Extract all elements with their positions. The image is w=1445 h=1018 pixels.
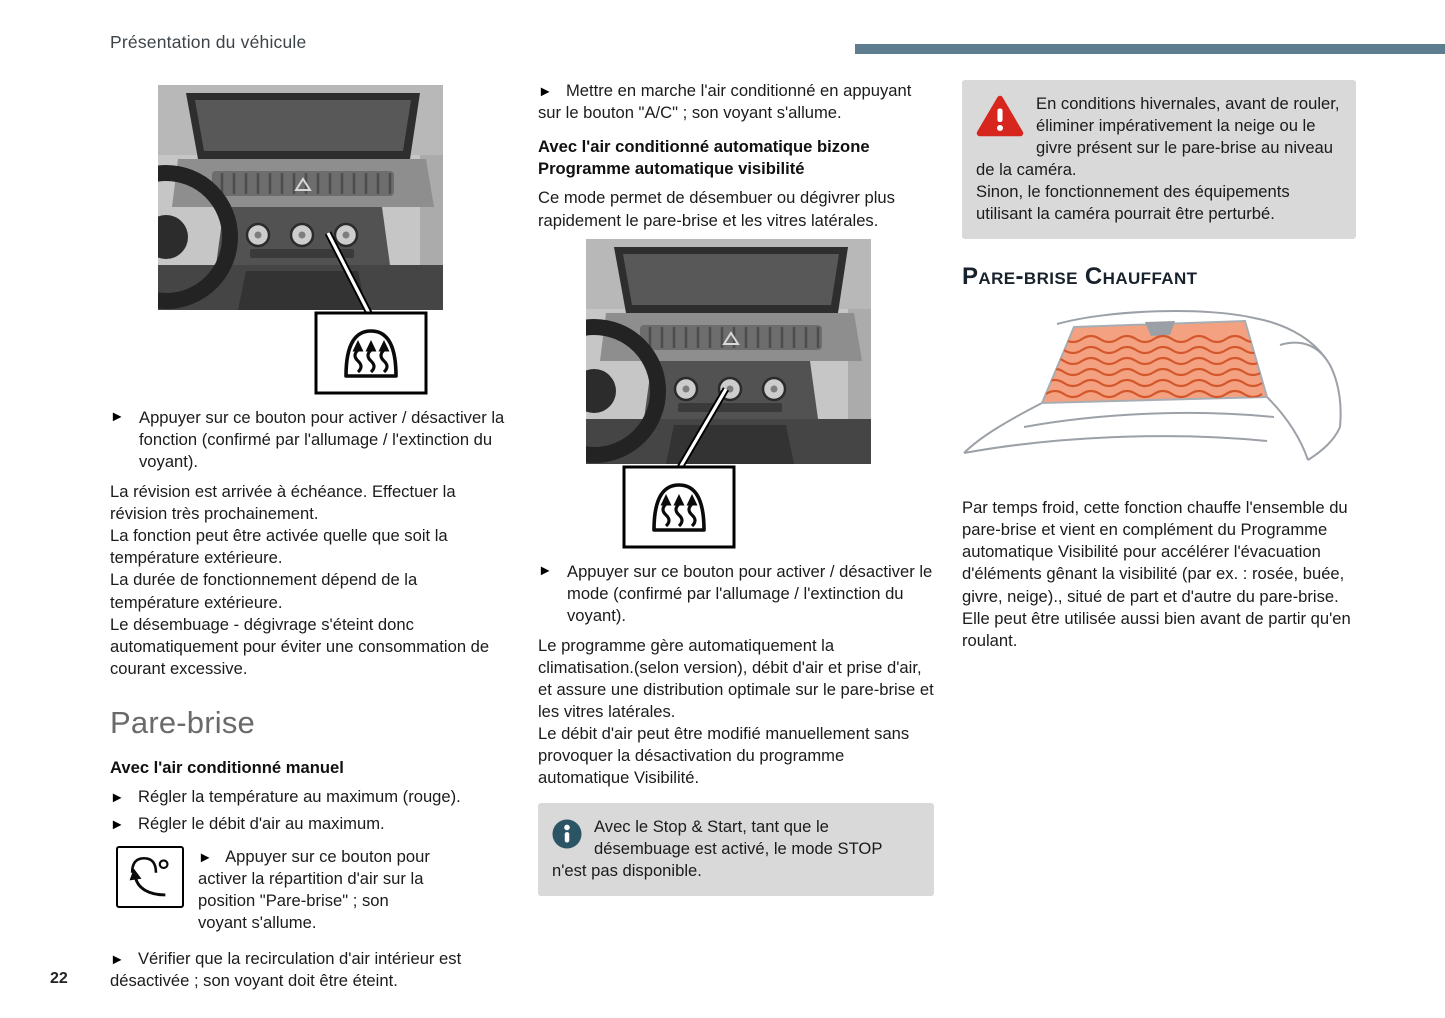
note-text: Avec le Stop & Start, tant que le désemb… bbox=[552, 817, 883, 881]
bullet-set-airflow: ► Régler le débit d'air au maximum. bbox=[110, 813, 508, 835]
accent-bar bbox=[855, 44, 1445, 54]
bullet-windshield-position: ► Appuyer sur ce bouton pour activer la … bbox=[198, 846, 440, 934]
column-left: ► Appuyer sur ce bouton pour activer / d… bbox=[110, 80, 508, 997]
stop-start-note: Avec le Stop & Start, tant que le désemb… bbox=[538, 803, 934, 897]
subheading-manual-ac: Avec l'air conditionné manuel bbox=[110, 757, 344, 777]
dashboard-figure-1 bbox=[158, 85, 443, 395]
column-right: En conditions hivernales, avant de roule… bbox=[962, 80, 1356, 659]
bullet-text: Appuyer sur ce bouton pour activer / dés… bbox=[567, 561, 933, 625]
bullet-ac-on: ► Mettre en marche l'air conditionné en … bbox=[538, 80, 934, 124]
bullet-text: Régler la température au maximum (rouge)… bbox=[137, 787, 461, 807]
paragraph-mode: Ce mode permet de désembuer ou dégivrer … bbox=[538, 188, 895, 230]
paragraph-heated-windshield: Par temps froid, cette fonction chauffe … bbox=[962, 498, 1351, 650]
arrow-bullet-icon: ► bbox=[110, 409, 125, 425]
bullet-set-temperature: ► Régler la température au maximum (roug… bbox=[110, 786, 508, 808]
section-heading-heated-windshield: Pare-brise Chauffant bbox=[962, 263, 1198, 291]
page-header: Présentation du véhicule bbox=[110, 32, 307, 52]
arrow-bullet-icon: ► bbox=[110, 952, 125, 969]
bullet-text: Appuyer sur ce bouton pour activer la ré… bbox=[198, 846, 430, 932]
arrow-bullet-icon: ► bbox=[110, 817, 125, 834]
info-icon bbox=[552, 819, 582, 849]
paragraph-function-notes: La révision est arrivée à échéance. Effe… bbox=[110, 482, 490, 678]
paragraph-program: Le programme gère automatiquement la cli… bbox=[538, 635, 934, 788]
warning-triangle-icon bbox=[976, 94, 1024, 138]
bullet-text: Régler le débit d'air au maximum. bbox=[137, 814, 385, 834]
heating-element-lines bbox=[1045, 335, 1263, 399]
arrow-bullet-icon: ► bbox=[110, 790, 125, 807]
dashboard-figure-2 bbox=[586, 239, 871, 549]
air-to-windshield-icon bbox=[129, 856, 169, 896]
windshield-airflow-row: ► Appuyer sur ce bouton pour activer la … bbox=[116, 845, 508, 934]
defrost-callout bbox=[314, 311, 428, 395]
arrow-bullet-icon: ► bbox=[198, 849, 213, 866]
arrow-bullet-icon: ► bbox=[538, 562, 553, 579]
arrow-bullet-icon: ► bbox=[538, 84, 553, 100]
winter-warning-note: En conditions hivernales, avant de roule… bbox=[962, 80, 1356, 240]
defrost-callout bbox=[622, 465, 736, 549]
bullet-activate-function: ► Appuyer sur ce bouton pour activer / d… bbox=[110, 407, 508, 473]
camera-mount bbox=[1145, 321, 1175, 337]
bullet-activate-mode: ► Appuyer sur ce bouton pour activer / d… bbox=[538, 561, 934, 627]
bullet-text: Vérifier que la recirculation d'air inté… bbox=[110, 949, 462, 991]
column-middle: ► Mettre en marche l'air conditionné en … bbox=[538, 80, 934, 897]
bullet-recirculation: ► Vérifier que la recirculation d'air in… bbox=[110, 948, 508, 992]
bullet-text: Appuyer sur ce bouton pour activer / dés… bbox=[139, 408, 505, 472]
subheading-bizone: Avec l'air conditionné automatique bizon… bbox=[538, 137, 870, 179]
bullet-text: Mettre en marche l'air conditionné en ap… bbox=[538, 81, 912, 123]
page-number: 22 bbox=[50, 970, 68, 987]
heated-windshield-illustration bbox=[963, 310, 1342, 462]
section-heading-pare-brise: Pare-brise bbox=[110, 704, 255, 740]
warning-text: En conditions hivernales, avant de roule… bbox=[976, 94, 1340, 224]
airflow-windshield-button-box bbox=[116, 845, 184, 908]
